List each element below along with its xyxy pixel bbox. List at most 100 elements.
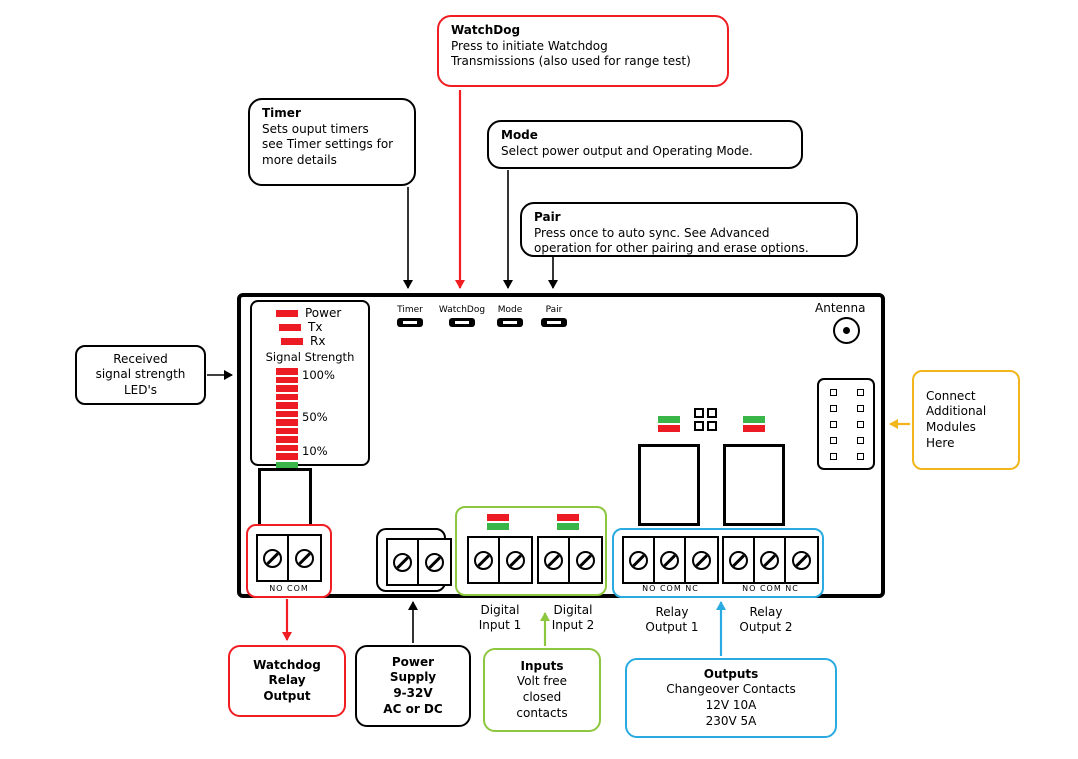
signal-level-10: 10% — [302, 444, 328, 458]
callout-mode: Mode Select power output and Operating M… — [487, 120, 803, 169]
watchdog-terminal-block — [256, 534, 322, 582]
signal-led-green — [276, 461, 298, 468]
callout-inputs: Inputs Volt free closed contacts — [483, 648, 601, 732]
screw-terminal — [755, 538, 786, 582]
screw-icon — [660, 550, 679, 570]
callout-body: Volt free closed contacts — [516, 674, 568, 720]
screw-terminal — [724, 538, 755, 582]
signal-level-50: 50% — [302, 410, 328, 424]
mode-button-group: Mode — [478, 305, 542, 327]
screw-icon — [729, 550, 748, 570]
screw-terminal — [539, 538, 570, 582]
screw-terminal — [786, 538, 817, 582]
screw-terminal — [686, 538, 717, 582]
callout-body: Watchdog Relay Output — [253, 657, 321, 703]
screw-icon — [295, 548, 314, 568]
connector-pin — [857, 421, 864, 428]
relay-1-red-led — [658, 425, 680, 432]
relay-output-1-terminal-label: NO COM NC — [642, 584, 699, 593]
screw-terminal — [500, 538, 531, 582]
pair-button-group: Pair — [522, 305, 586, 327]
watchdog-button-group: WatchDog — [430, 305, 494, 327]
antenna-icon — [833, 317, 860, 344]
screw-icon — [263, 548, 282, 568]
screw-terminal — [258, 536, 289, 580]
screw-terminal — [655, 538, 686, 582]
signal-led — [276, 368, 298, 375]
callout-body: Received signal strength LED's — [95, 351, 186, 397]
callout-title: Outputs — [703, 666, 759, 681]
callout-body: Press to initiate Watchdog Transmissions… — [451, 38, 691, 69]
relay-2 — [723, 444, 785, 526]
screw-icon — [544, 550, 563, 570]
connector-pin — [830, 389, 837, 396]
callout-pair: Pair Press once to auto sync. See Advanc… — [520, 202, 858, 257]
connector-pin — [857, 405, 864, 412]
mode-button-label: Mode — [497, 305, 523, 315]
rx-led-row: Rx — [281, 335, 325, 347]
callout-body: Changeover Contacts 12V 10A 230V 5A — [666, 682, 796, 728]
digital-input-2-label: Digital Input 2 — [551, 603, 595, 632]
relay-1-leds — [658, 416, 680, 432]
jumper-pin — [694, 408, 704, 418]
callout-body: Connect Additional Modules Here — [926, 388, 987, 450]
callout-connect-modules: Connect Additional Modules Here — [912, 370, 1020, 470]
rx-led — [281, 337, 303, 345]
power-led — [276, 309, 298, 317]
callout-watchdog: WatchDog Press to initiate Watchdog Tran… — [437, 15, 729, 87]
relay-1-green-led — [658, 416, 680, 423]
input-1-green-led — [487, 523, 509, 530]
tx-led — [279, 323, 301, 331]
screw-terminal — [388, 540, 419, 584]
power-screw-block — [386, 538, 452, 586]
signal-strength-bargraph — [276, 368, 298, 468]
screw-icon — [425, 552, 444, 572]
callout-body: Sets ouput timers see Timer settings for… — [262, 121, 394, 167]
tx-led-row: Tx — [279, 321, 322, 333]
connector-pin — [830, 437, 837, 444]
screw-icon — [393, 552, 412, 572]
relay-2-green-led — [743, 416, 765, 423]
antenna-dot — [843, 327, 850, 334]
status-led-panel: Power Tx Rx Signal Strength — [250, 300, 370, 468]
relay-output-2-label: Relay Output 2 — [739, 605, 793, 634]
screw-terminal — [624, 538, 655, 582]
relay-output-1-block — [622, 536, 719, 584]
callout-watchdog-relay: Watchdog Relay Output — [228, 645, 346, 717]
screw-terminal — [289, 536, 320, 580]
screw-terminal — [419, 540, 450, 584]
jumper-pin — [707, 421, 717, 431]
input-2-red-led — [557, 514, 579, 521]
screw-terminal — [570, 538, 601, 582]
pair-button-label: Pair — [545, 305, 563, 315]
screw-icon — [629, 550, 648, 570]
callout-title: WatchDog — [451, 23, 521, 37]
callout-outputs: Outputs Changeover Contacts 12V 10A 230V… — [625, 658, 837, 738]
callout-body: Press once to auto sync. See Advanced op… — [534, 225, 809, 256]
watchdog-terminal-label: NO COM — [269, 584, 309, 593]
relay-output-2-block — [722, 536, 819, 584]
mode-button — [497, 318, 523, 327]
relay-2-red-led — [743, 425, 765, 432]
power-led-row: Power — [276, 307, 341, 319]
timer-button — [397, 318, 423, 327]
signal-led — [276, 419, 298, 426]
expansion-connector — [817, 378, 875, 470]
connector-pin — [857, 437, 864, 444]
digital-input-1-block — [467, 536, 533, 584]
connector-pin — [830, 421, 837, 428]
digital-input-1-leds — [487, 514, 509, 530]
callout-title: Inputs — [520, 658, 564, 673]
signal-led — [276, 444, 298, 451]
screw-icon — [506, 550, 525, 570]
screw-icon — [792, 550, 811, 570]
screw-icon — [760, 550, 779, 570]
watchdog-relay — [258, 468, 312, 532]
relay-output-group: NO COM NC NO COM NC — [612, 528, 824, 598]
signal-led — [276, 436, 298, 443]
signal-led — [276, 385, 298, 392]
jumper-pin — [694, 421, 704, 431]
timer-button-label: Timer — [397, 305, 423, 315]
relay-2-leds — [743, 416, 765, 432]
callout-title: Timer — [262, 106, 301, 120]
